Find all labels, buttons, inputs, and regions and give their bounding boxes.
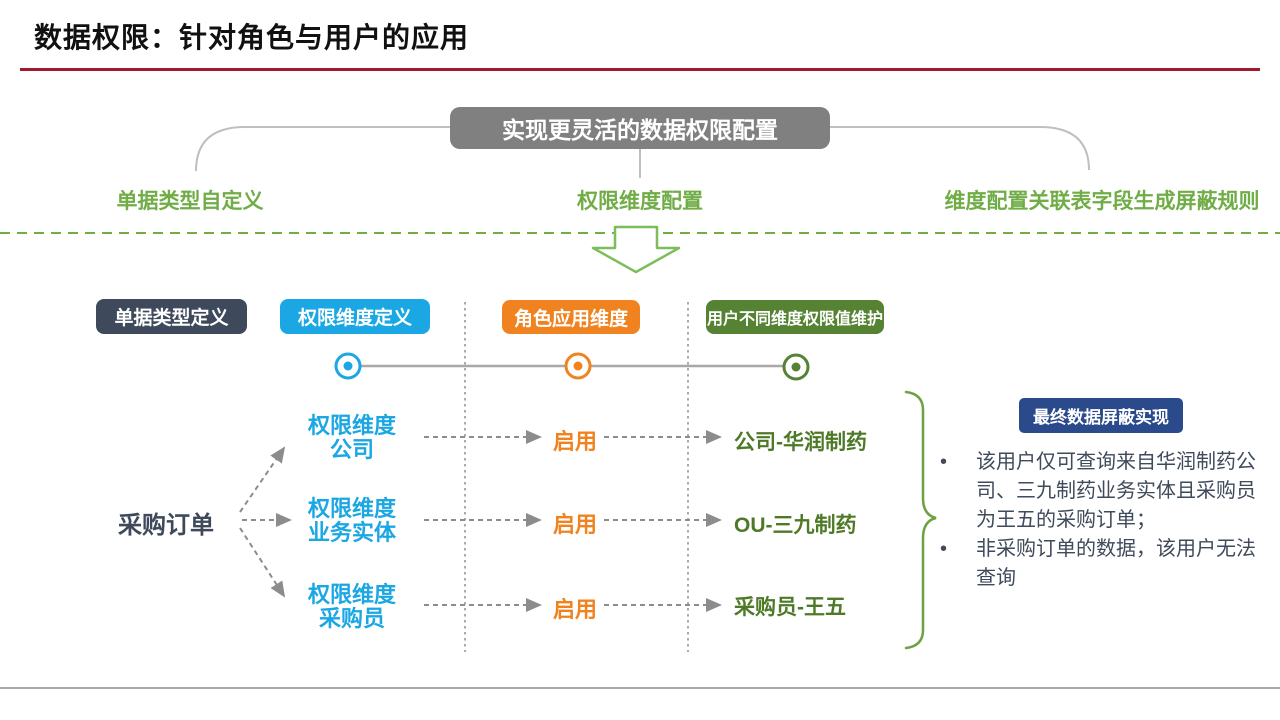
branch-label-dimension-config: 权限维度配置 xyxy=(577,190,703,213)
milestone-blue-icon xyxy=(334,352,362,380)
action-label-row1: 启用 xyxy=(552,429,597,454)
milestone-orange-icon xyxy=(564,352,592,380)
dimension-line1: 权限维度 xyxy=(307,413,396,438)
top-main-box: 实现更灵活的数据权限配置 xyxy=(450,107,830,149)
dimension-label-company: 权限维度 公司 xyxy=(282,414,422,462)
action-label-row3: 启用 xyxy=(552,597,597,622)
dimension-line2: 采购员 xyxy=(318,606,385,631)
result-badge: 最终数据屏蔽实现 xyxy=(1019,398,1183,433)
value-label-row2: OU-三九制药 xyxy=(734,514,857,537)
column-header-dimension-def: 权限维度定义 xyxy=(280,299,430,334)
dimension-line1: 权限维度 xyxy=(307,496,396,521)
dimension-line2: 业务实体 xyxy=(307,520,396,545)
column-header-user-values: 用户不同维度权限值维护 xyxy=(706,300,884,334)
connector-curve-left xyxy=(195,126,450,172)
dimension-label-business-entity: 权限维度 业务实体 xyxy=(282,497,422,545)
milestone-green-icon xyxy=(782,353,810,381)
column-header-doc-type: 单据类型定义 xyxy=(96,299,247,334)
bullet-icon: • xyxy=(940,451,948,473)
down-block-arrow-icon xyxy=(591,225,681,274)
bullet-icon: • xyxy=(940,538,948,560)
value-label-row1: 公司-华润制药 xyxy=(734,431,867,454)
dimension-line2: 公司 xyxy=(329,437,374,462)
result-bullet-1: • 该用户仅可查询来自华润制药公司、三九制药业务实体且采购员为王五的采购订单； xyxy=(936,448,1274,535)
value-label-row3: 采购员-王五 xyxy=(734,596,846,619)
branch-arrow-top xyxy=(239,446,286,513)
page-title: 数据权限：针对角色与用户的应用 xyxy=(34,22,470,53)
result-bullets: • 该用户仅可查询来自华润制药公司、三九制药业务实体且采购员为王五的采购订单； … xyxy=(936,448,1274,593)
column-header-role-dimension: 角色应用维度 xyxy=(502,300,640,334)
dimension-label-buyer: 权限维度 采购员 xyxy=(282,583,422,631)
result-bullet-1-text: 该用户仅可查询来自华润制药公司、三九制药业务实体且采购员为王五的采购订单； xyxy=(976,451,1256,531)
bottom-rule xyxy=(0,687,1280,689)
branch-arrow-bottom xyxy=(239,527,286,598)
source-label: 采购订单 xyxy=(118,512,214,539)
branch-label-doc-type: 单据类型自定义 xyxy=(116,190,264,213)
title-rule xyxy=(20,68,1260,71)
action-label-row2: 启用 xyxy=(552,512,597,537)
result-bullet-2: • 非采购订单的数据，该用户无法查询 xyxy=(936,535,1274,593)
branch-label-mask-rule: 维度配置关联表字段生成屏蔽规则 xyxy=(944,190,1260,213)
connector-curve-right xyxy=(830,126,1090,171)
dimension-line1: 权限维度 xyxy=(307,582,396,607)
result-bullet-2-text: 非采购订单的数据，该用户无法查询 xyxy=(976,538,1256,589)
